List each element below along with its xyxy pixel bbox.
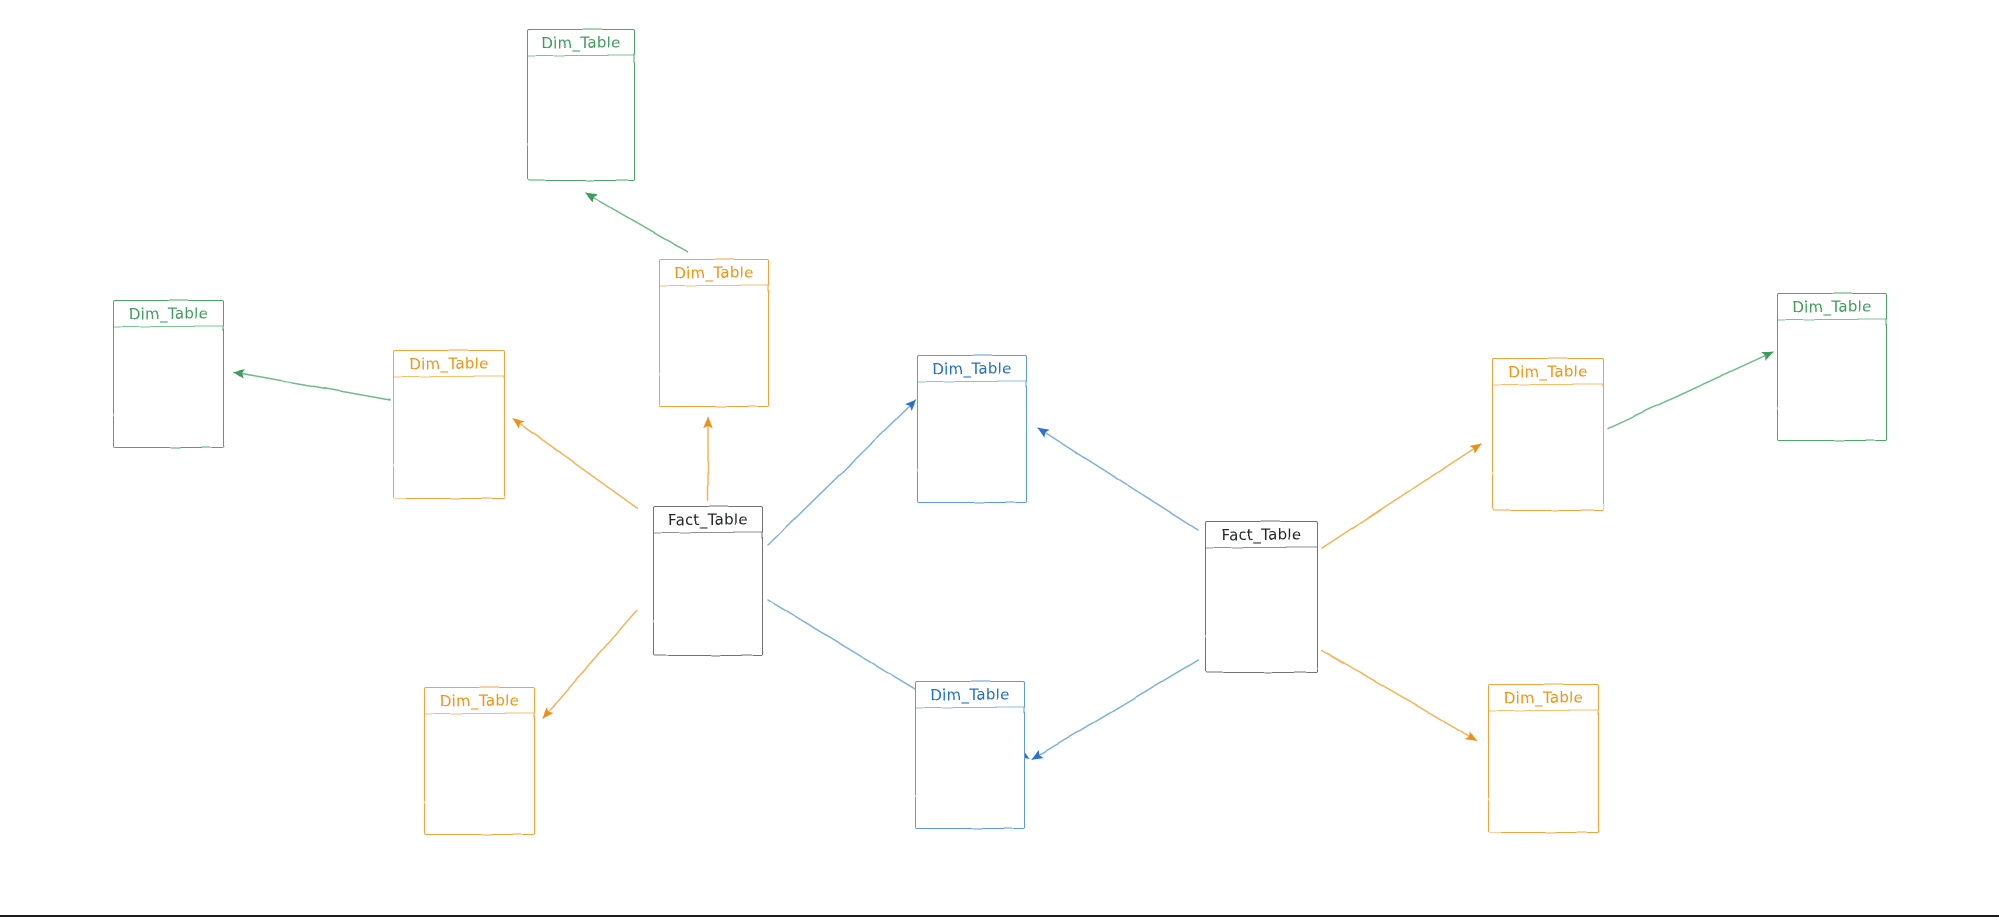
dim-table-node[interactable]: Dim_Table — [917, 355, 1027, 503]
relationship-arrow[interactable] — [1031, 659, 1199, 760]
table-title: Dim_Table — [918, 356, 1026, 382]
fact-table-node[interactable]: Fact_Table — [1205, 521, 1318, 673]
table-title: Dim_Table — [394, 351, 504, 377]
bottom-rule — [0, 915, 1999, 917]
table-body — [114, 327, 223, 447]
dim-table-node[interactable]: Dim_Table — [393, 350, 505, 499]
table-body — [425, 714, 534, 834]
table-body — [660, 286, 768, 406]
relationship-arrow[interactable] — [512, 418, 638, 509]
table-title: Dim_Table — [1778, 294, 1886, 320]
fact-table-node[interactable]: Fact_Table — [653, 506, 763, 656]
dim-table-node[interactable]: Dim_Table — [113, 300, 224, 448]
table-title: Dim_Table — [1489, 685, 1598, 711]
table-body — [916, 708, 1024, 828]
table-title: Fact_Table — [654, 507, 762, 533]
table-body — [654, 533, 762, 655]
table-body — [528, 56, 634, 180]
dim-table-node[interactable]: Dim_Table — [1777, 293, 1887, 441]
relationship-arrow[interactable] — [542, 609, 638, 719]
relationship-arrow[interactable] — [1321, 443, 1482, 549]
relationship-arrow[interactable] — [767, 399, 917, 546]
relationship-arrow[interactable] — [1607, 351, 1774, 429]
dim-table-node[interactable]: Dim_Table — [659, 259, 769, 407]
table-body — [394, 377, 504, 498]
table-title: Fact_Table — [1206, 522, 1317, 548]
table-title: Dim_Table — [425, 688, 534, 714]
table-body — [1206, 548, 1317, 672]
table-title: Dim_Table — [916, 682, 1024, 708]
table-title: Dim_Table — [660, 260, 768, 286]
table-body — [1493, 385, 1603, 510]
relationship-arrow[interactable] — [1037, 427, 1199, 531]
table-title: Dim_Table — [528, 30, 634, 56]
table-body — [918, 382, 1026, 502]
table-title: Dim_Table — [1493, 359, 1603, 385]
dim-table-node[interactable]: Dim_Table — [915, 681, 1025, 829]
table-body — [1778, 320, 1886, 440]
table-body — [1489, 711, 1598, 832]
dim-table-node[interactable]: Dim_Table — [1492, 358, 1604, 511]
relationship-arrow[interactable] — [585, 192, 689, 253]
table-title: Dim_Table — [114, 301, 223, 327]
dim-table-node[interactable]: Dim_Table — [1488, 684, 1599, 833]
dim-table-node[interactable]: Dim_Table — [424, 687, 535, 835]
relationship-arrow[interactable] — [1321, 649, 1478, 742]
relationship-arrow[interactable] — [233, 369, 391, 401]
dim-table-node[interactable]: Dim_Table — [527, 29, 635, 181]
